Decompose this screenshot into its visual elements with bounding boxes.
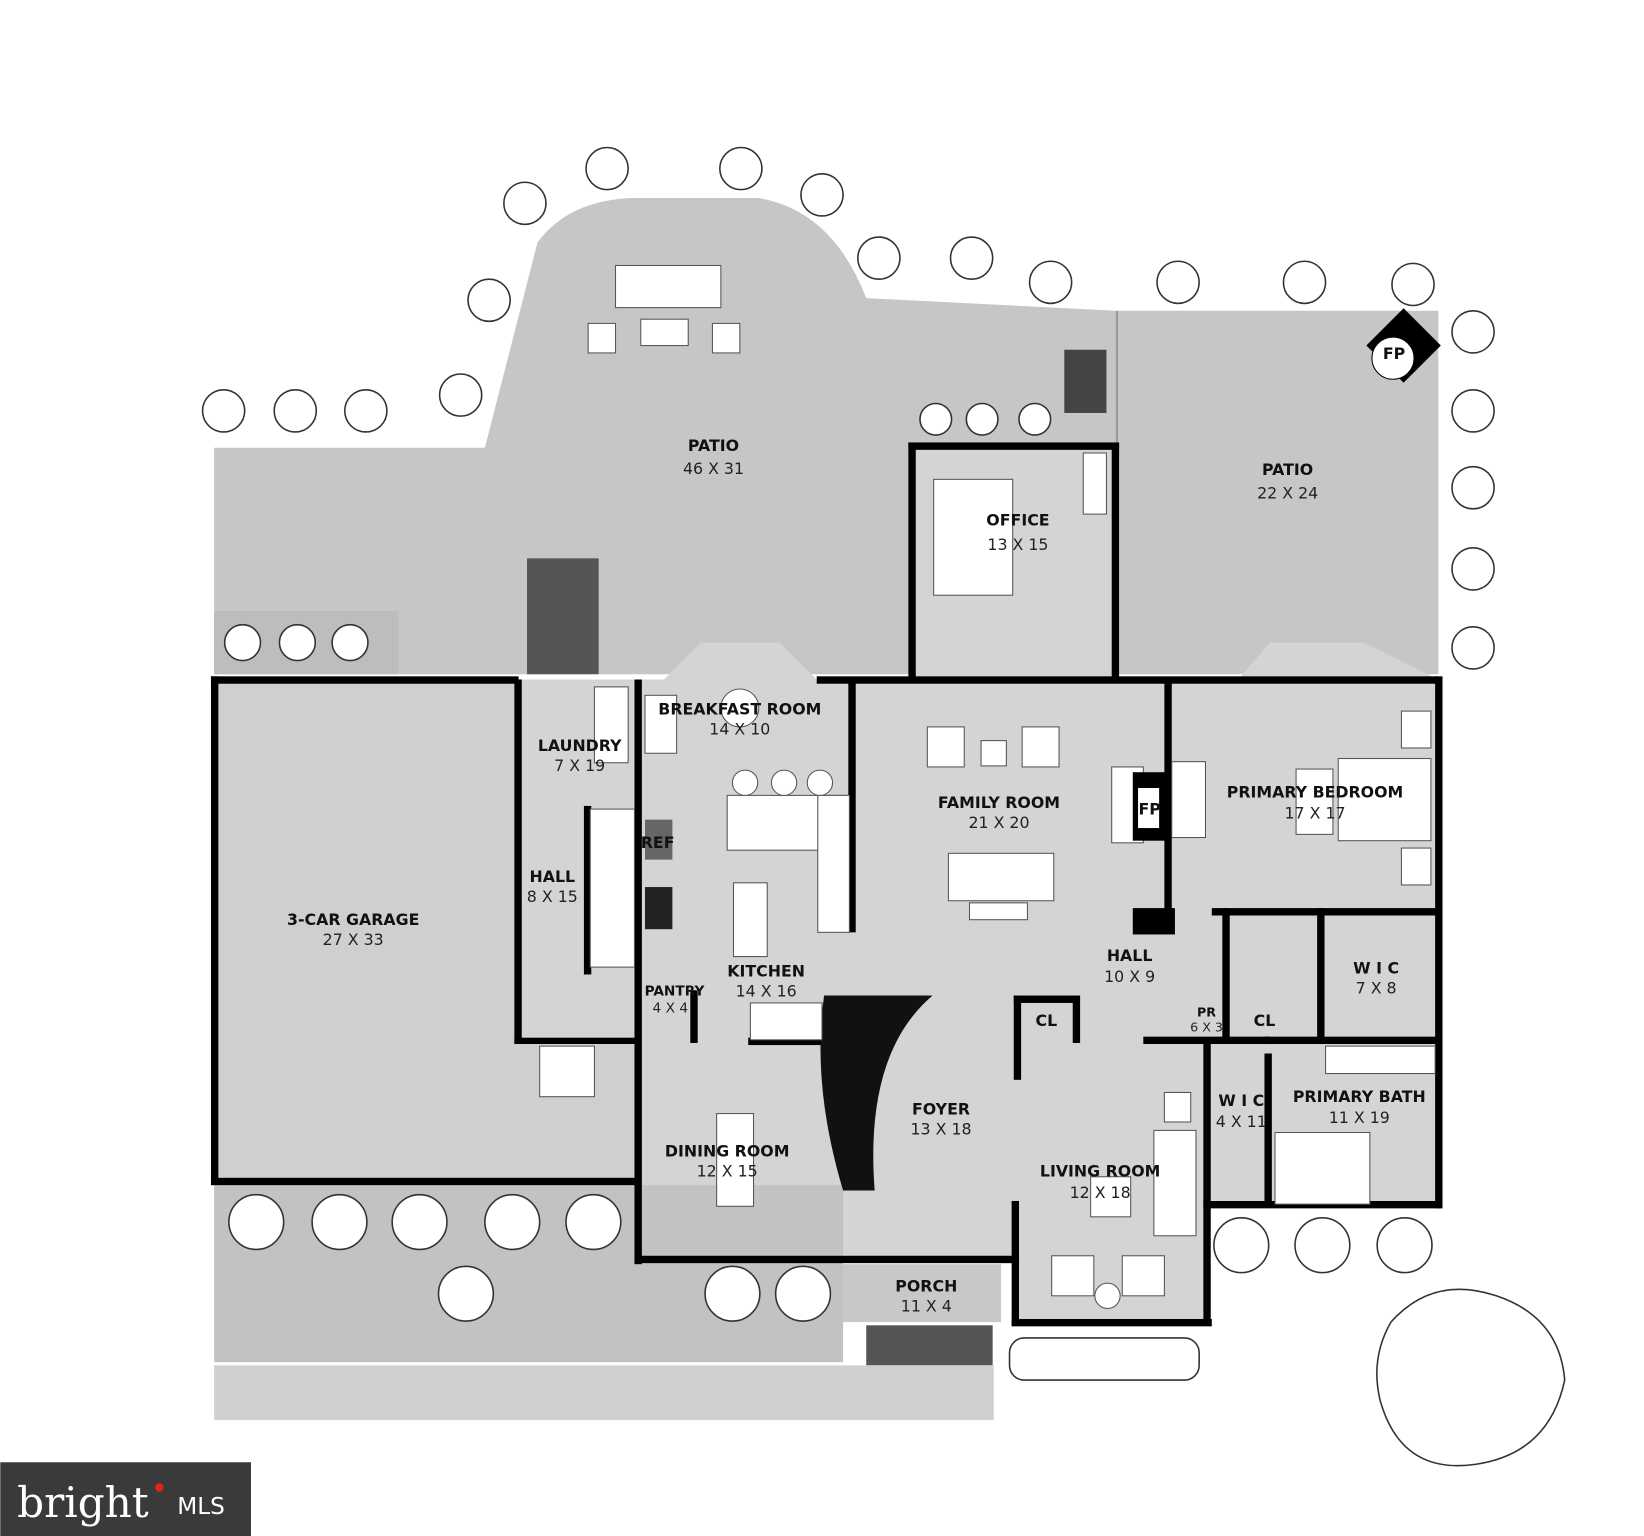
svg-text:PATIO: PATIO [1262,460,1313,479]
refrigerator-label: REF [641,833,675,852]
svg-text:CL: CL [1036,1011,1058,1030]
porch-floor [843,1264,1002,1323]
svg-text:22 X 24: 22 X 24 [1257,483,1318,502]
svg-text:6 X 3: 6 X 3 [1190,1019,1223,1034]
svg-text:PRIMARY BATH: PRIMARY BATH [1293,1087,1426,1106]
stairs-patio [527,558,599,675]
room-wic-small: W I C 4 X 11 [1216,1091,1267,1131]
svg-text:21 X 20: 21 X 20 [968,813,1029,832]
room-closet-bath: CL [1254,1011,1276,1030]
svg-text:14 X 10: 14 X 10 [709,719,770,738]
svg-text:PATIO: PATIO [688,436,739,455]
patio-main-area [214,198,1439,675]
svg-text:3-CAR GARAGE: 3-CAR GARAGE [287,910,419,929]
stairs-deck [1064,349,1107,413]
svg-text:FP: FP [1383,344,1405,363]
svg-text:FP: FP [1138,799,1160,818]
room-office: OFFICE 13 X 15 [986,511,1049,554]
svg-text:7 X 8: 7 X 8 [1356,978,1397,997]
stairs-hall [589,808,636,968]
svg-text:11 X 19: 11 X 19 [1329,1108,1390,1127]
svg-text:PR: PR [1197,1005,1216,1020]
svg-text:bright: bright [17,1478,149,1527]
curved-staircase [820,995,933,1191]
svg-text:8 X 15: 8 X 15 [527,887,578,906]
porch-steps [866,1325,993,1366]
svg-text:OFFICE: OFFICE [986,511,1049,530]
svg-text:W I C: W I C [1353,958,1399,977]
svg-text:11 X 4: 11 X 4 [901,1297,952,1316]
svg-text:4 X 4: 4 X 4 [653,1000,689,1016]
svg-text:13 X 15: 13 X 15 [987,535,1048,554]
trees [201,146,1566,1467]
furniture [587,264,1436,1309]
room-living: LIVING ROOM 12 X 18 [1040,1162,1160,1202]
room-closet-hall: CL [1036,1011,1058,1030]
walls [210,442,1443,1327]
svg-text:7 X 19: 7 X 19 [554,756,605,775]
svg-text:LIVING ROOM: LIVING ROOM [1040,1162,1160,1181]
fireplace-family: FP [1132,772,1167,841]
stairs-garage [539,1045,595,1098]
svg-text:12 X 18: 12 X 18 [1070,1183,1131,1202]
svg-text:PORCH: PORCH [895,1277,957,1296]
svg-text:13 X 18: 13 X 18 [911,1120,972,1139]
room-patio-side: PATIO 22 X 24 [1257,460,1318,502]
svg-text:PANTRY: PANTRY [645,984,706,1000]
svg-text:MLS: MLS [177,1493,225,1520]
svg-text:17 X 17: 17 X 17 [1284,804,1345,823]
svg-text:FOYER: FOYER [912,1100,970,1119]
svg-text:4 X 11: 4 X 11 [1216,1112,1267,1131]
room-wic-large: W I C7 X 8 [1353,958,1399,997]
room-hall-center: HALL 10 X 9 [1104,946,1155,986]
svg-text:HALL: HALL [1107,946,1153,965]
room-powder: PR6 X 3 [1190,1005,1223,1035]
svg-text:46 X 31: 46 X 31 [683,459,744,478]
driveway [214,1365,994,1421]
svg-text:LAUNDRY: LAUNDRY [538,736,622,755]
svg-text:DINING ROOM: DINING ROOM [665,1142,790,1161]
svg-text:12 X 15: 12 X 15 [697,1162,758,1181]
svg-text:PRIMARY BEDROOM: PRIMARY BEDROOM [1227,782,1404,801]
svg-text:BREAKFAST ROOM: BREAKFAST ROOM [658,699,821,718]
svg-text:FAMILY ROOM: FAMILY ROOM [938,793,1060,812]
room-primary-bedroom: PRIMARY BEDROOM 17 X 17 [1227,782,1404,822]
svg-text:27 X 33: 27 X 33 [323,930,384,949]
svg-text:HALL: HALL [530,867,576,886]
svg-text:CL: CL [1254,1011,1276,1030]
svg-text:10 X 9: 10 X 9 [1104,967,1155,986]
svg-text:W I C: W I C [1218,1091,1264,1110]
svg-text:KITCHEN: KITCHEN [727,962,805,981]
bright-mls-logo: bright MLS [0,1462,252,1536]
svg-text:14 X 16: 14 X 16 [736,982,797,1001]
room-primary-bath: PRIMARY BATH 11 X 19 [1293,1087,1426,1127]
room-patio-main: PATIO 46 X 31 [683,436,744,478]
